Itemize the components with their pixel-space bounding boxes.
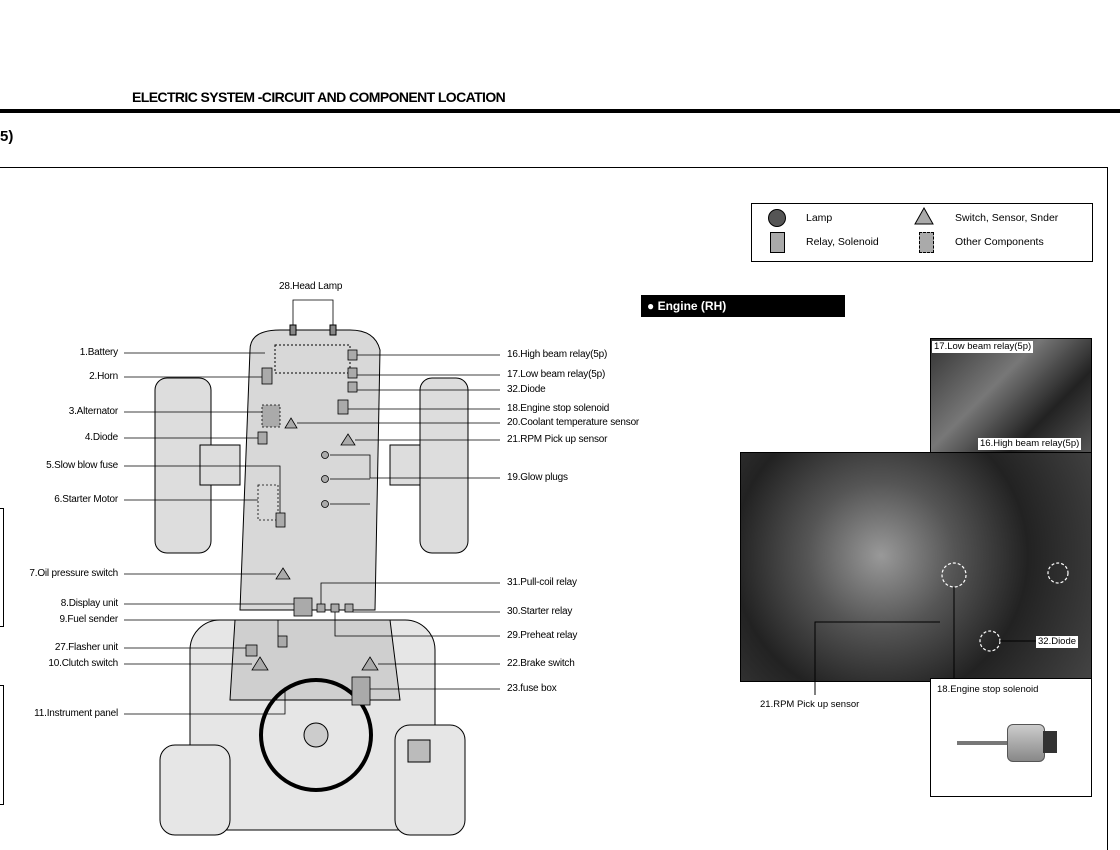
legend: Lamp Relay, Solenoid Switch, Sensor, Snd… (751, 203, 1093, 262)
label-right: 17.Low beam relay(5p) (507, 369, 606, 380)
engine-rh-heading: ● Engine (RH) (641, 295, 845, 317)
solenoid-photo (930, 678, 1092, 797)
other-component-icon (919, 232, 934, 253)
legend-relay: Relay, Solenoid (806, 236, 879, 248)
label-right: 19.Glow plugs (507, 472, 568, 483)
header-rule (0, 109, 1120, 113)
side-box (0, 508, 4, 627)
label-left: 6.Starter Motor (54, 494, 118, 505)
legend-other: Other Components (955, 236, 1044, 248)
rear-fender-left (159, 744, 231, 836)
steering-wheel (259, 678, 373, 792)
relay-icon (770, 232, 785, 253)
label-right: 29.Preheat relay (507, 630, 578, 641)
axle-left (199, 444, 241, 486)
label-left: 8.Display unit (60, 598, 118, 609)
dash (229, 619, 401, 701)
photo-label: 16.High beam relay(5p) (978, 438, 1082, 450)
figure-frame (0, 167, 1108, 850)
label-right: 30.Starter relay (507, 606, 573, 617)
label-head-lamp: 28.Head Lamp (279, 281, 343, 292)
page-title: ELECTRIC SYSTEM -CIRCUIT AND COMPONENT L… (132, 89, 506, 105)
label-right: 32.Diode (507, 384, 546, 395)
label-left: 7.Oil pressure switch (29, 568, 118, 579)
label-left: 27.Flasher unit (54, 642, 118, 653)
label-right: 18.Engine stop solenoid (507, 403, 610, 414)
label-left: 4.Diode (84, 432, 118, 443)
hood (239, 329, 381, 611)
leader-lines (124, 299, 500, 715)
side-box (0, 685, 4, 805)
label-right: 16.High beam relay(5p) (507, 349, 608, 360)
label-right: 22.Brake switch (507, 658, 575, 669)
legend-lamp: Lamp (806, 212, 833, 224)
relay-photo (930, 338, 1092, 454)
lamp-icon (768, 209, 786, 227)
label-left: 3.Alternator (68, 406, 118, 417)
label-left: 2.Horn (89, 371, 118, 382)
section-number: 5) (0, 128, 14, 145)
photo-label: 32.Diode (1036, 636, 1079, 648)
axle-right (389, 444, 421, 486)
legend-switch: Switch, Sensor, Snder (955, 212, 1059, 224)
label-left: 11.Instrument panel (34, 708, 118, 719)
label-right: 31.Pull-coil relay (507, 577, 577, 588)
label-left: 10.Clutch switch (48, 658, 118, 669)
switch-icon (914, 207, 934, 225)
label-left: 9.Fuel sender (59, 614, 118, 625)
label-right: 21.RPM Pick up sensor (507, 434, 608, 445)
label-right: 23.fuse box (507, 683, 557, 694)
photo-label: 21.RPM Pick up sensor (758, 699, 862, 711)
photo-label: 17.Low beam relay(5p) (932, 341, 1034, 353)
front-wheel-right (419, 377, 469, 554)
label-right: 20.Coolant temperature sensor (507, 417, 640, 428)
photo-label: 18.Engine stop solenoid (935, 684, 1041, 696)
label-left: 1.Battery (79, 347, 118, 358)
label-left: 5.Slow blow fuse (46, 460, 118, 471)
